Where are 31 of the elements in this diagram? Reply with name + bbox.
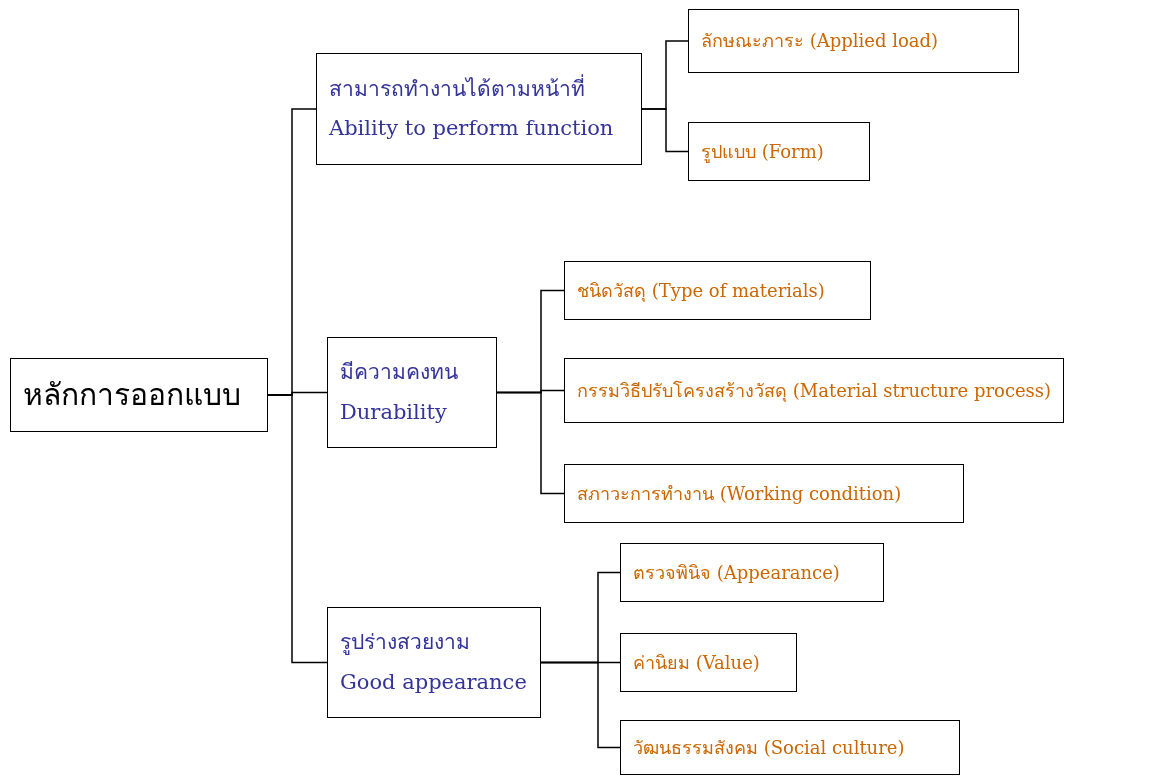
label-box (688, 122, 870, 181)
label-box (564, 358, 1065, 423)
label-box (620, 543, 884, 602)
box-subtitle: Good appearance (340, 669, 528, 695)
box-heading: รูปแบบ (Form) (701, 140, 825, 163)
connector-line (267, 394, 328, 664)
box-heading: กรรมวิธีปรับโครงสร้างวัสดุ (Material structure process) (577, 379, 1052, 402)
label-box (327, 607, 541, 718)
label-box (620, 720, 960, 775)
box-heading: ตรวจพินิจ (Appearance) (633, 561, 841, 584)
label-box (688, 9, 1019, 73)
box-subtitle: Durability (340, 399, 448, 425)
box-heading: ชนิดวัสดุ (Type of materials) (577, 279, 826, 302)
box-subtitle: Ability to perform function (329, 116, 615, 142)
connector-line (496, 391, 565, 495)
label-box (564, 464, 964, 523)
box-heading: สามารถทำงานได้ตามหน้าที่ (329, 76, 586, 102)
connector-line (641, 108, 689, 153)
connector-line (540, 661, 621, 749)
label-box (620, 633, 797, 692)
box-heading: หลักการออกแบบ (23, 377, 242, 413)
label-box (316, 53, 642, 165)
box-heading: สภาวะการทำงาน (Working condition) (577, 482, 903, 505)
box-heading: รูปร่างสวยงาม (340, 630, 471, 656)
label-box (327, 337, 497, 448)
box-heading: ค่านิยม (Value) (633, 651, 761, 674)
label-box (10, 358, 268, 432)
label-box (564, 261, 871, 320)
box-heading: ลักษณะภาระ (Applied load) (701, 30, 940, 52)
box-heading: มีความคงทน (340, 360, 459, 386)
box-heading: วัฒนธรรมสังคม (Social culture) (633, 736, 906, 759)
